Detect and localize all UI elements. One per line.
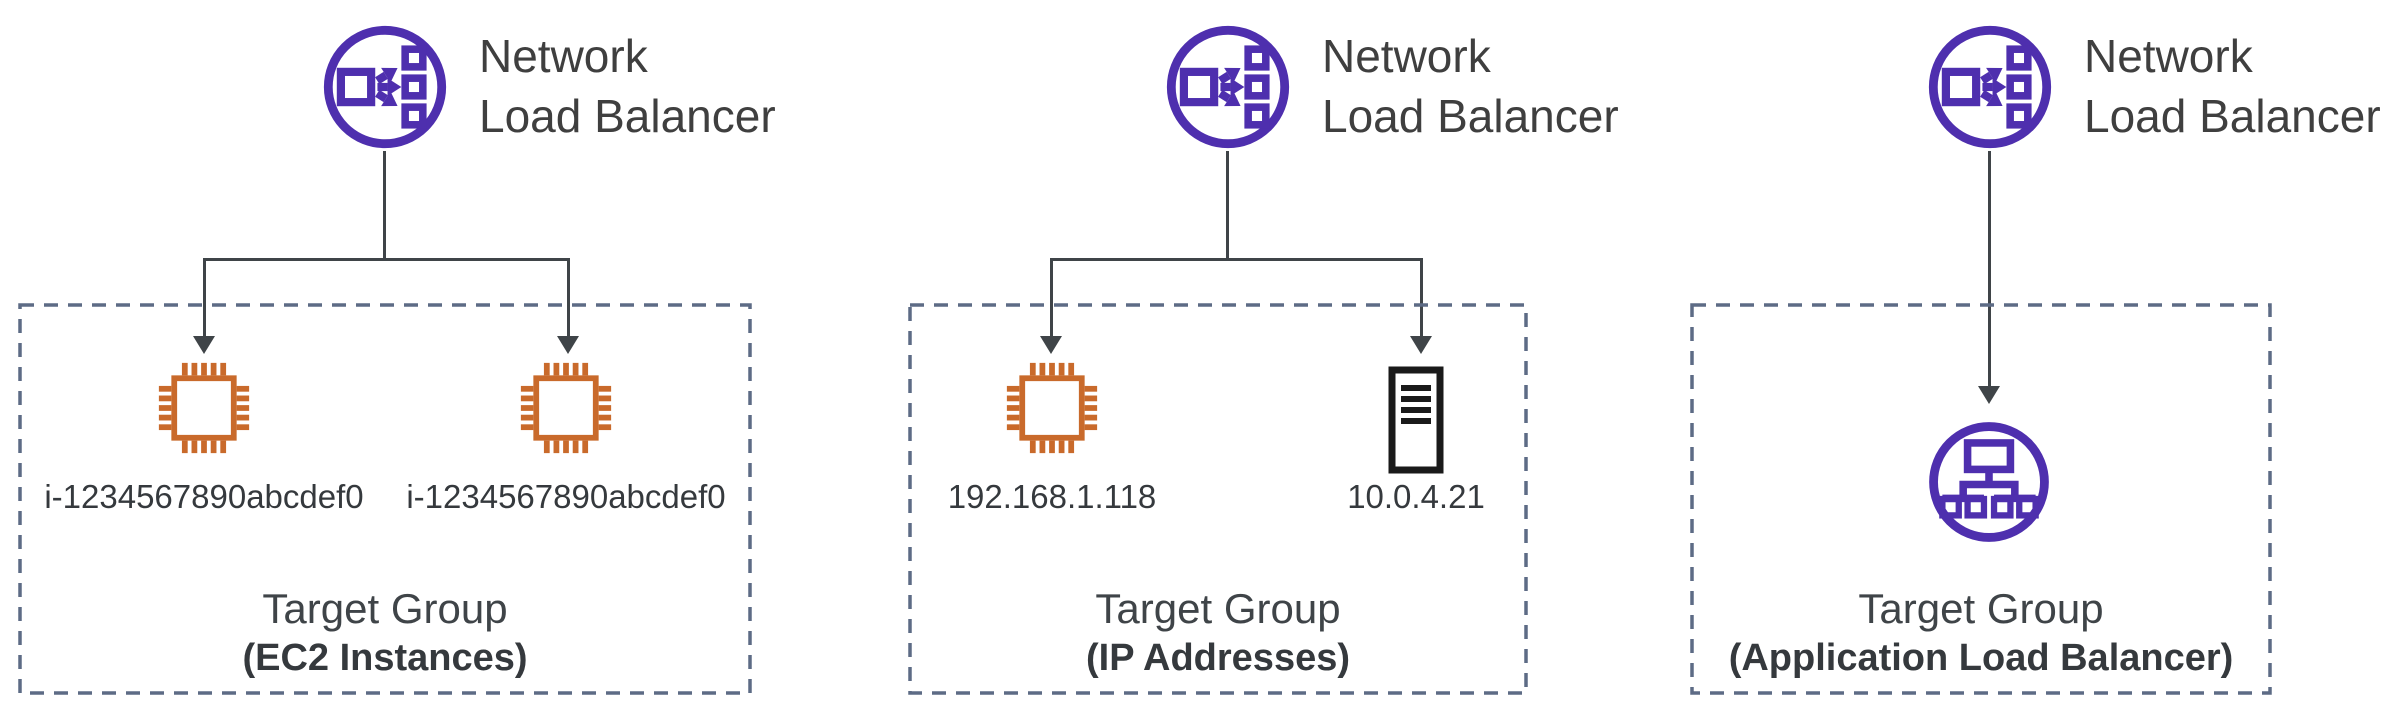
ec2-instance-icon [518, 360, 614, 456]
target-group-title: Target Group [1858, 585, 2104, 632]
arrow-down-icon [557, 336, 579, 354]
load-balancer-label: Network Load Balancer [2084, 26, 2381, 146]
target-group-title: Target Group [262, 585, 508, 632]
connector-arrow-line [1050, 258, 1053, 338]
target-label: 192.168.1.118 [947, 478, 1157, 515]
connector-arrow-line [203, 258, 206, 338]
load-balancer-label-line1: Network [1322, 30, 1491, 82]
target-group-box [18, 303, 752, 695]
arrow-down-icon [193, 336, 215, 354]
target-label: i-1234567890abcdef0 [44, 478, 364, 515]
connector-branch [1050, 258, 1423, 261]
load-balancer-label: Network Load Balancer [1322, 26, 1619, 146]
load-balancer-label-line2: Load Balancer [2084, 90, 2381, 142]
connector-arrow-line [1420, 258, 1423, 338]
network-load-balancer-icon [322, 24, 448, 150]
load-balancer-label-line2: Load Balancer [1322, 90, 1619, 142]
load-balancer-label-line2: Load Balancer [479, 90, 776, 142]
target-group-type: (IP Addresses) [1086, 637, 1350, 679]
connector-arrow-line [1988, 151, 1991, 387]
target-group-type: (EC2 Instances) [242, 637, 528, 679]
arrow-down-icon [1040, 336, 1062, 354]
load-balancer-label: Network Load Balancer [479, 26, 776, 146]
network-load-balancer-icon [1927, 24, 2053, 150]
connector-arrow-line [567, 258, 570, 338]
target-group-box [1690, 303, 2272, 695]
network-load-balancer-icon [1165, 24, 1291, 150]
application-load-balancer-icon [1926, 419, 2052, 545]
arrow-down-icon [1410, 336, 1432, 354]
ec2-instance-icon [1004, 360, 1100, 456]
target-group-box [908, 303, 1528, 695]
arrow-down-icon [1978, 386, 2000, 404]
server-icon [1388, 366, 1444, 474]
target-label: i-1234567890abcdef0 [406, 478, 726, 515]
ec2-instance-icon [156, 360, 252, 456]
load-balancer-label-line1: Network [479, 30, 648, 82]
connector-branch [203, 258, 570, 261]
load-balancer-label-line1: Network [2084, 30, 2253, 82]
target-group-type: (Application Load Balancer) [1728, 637, 2234, 679]
target-label: 10.0.4.21 [1347, 478, 1485, 515]
connector-stem [383, 151, 386, 259]
target-group-title: Target Group [1095, 585, 1341, 632]
connector-stem [1226, 151, 1229, 259]
